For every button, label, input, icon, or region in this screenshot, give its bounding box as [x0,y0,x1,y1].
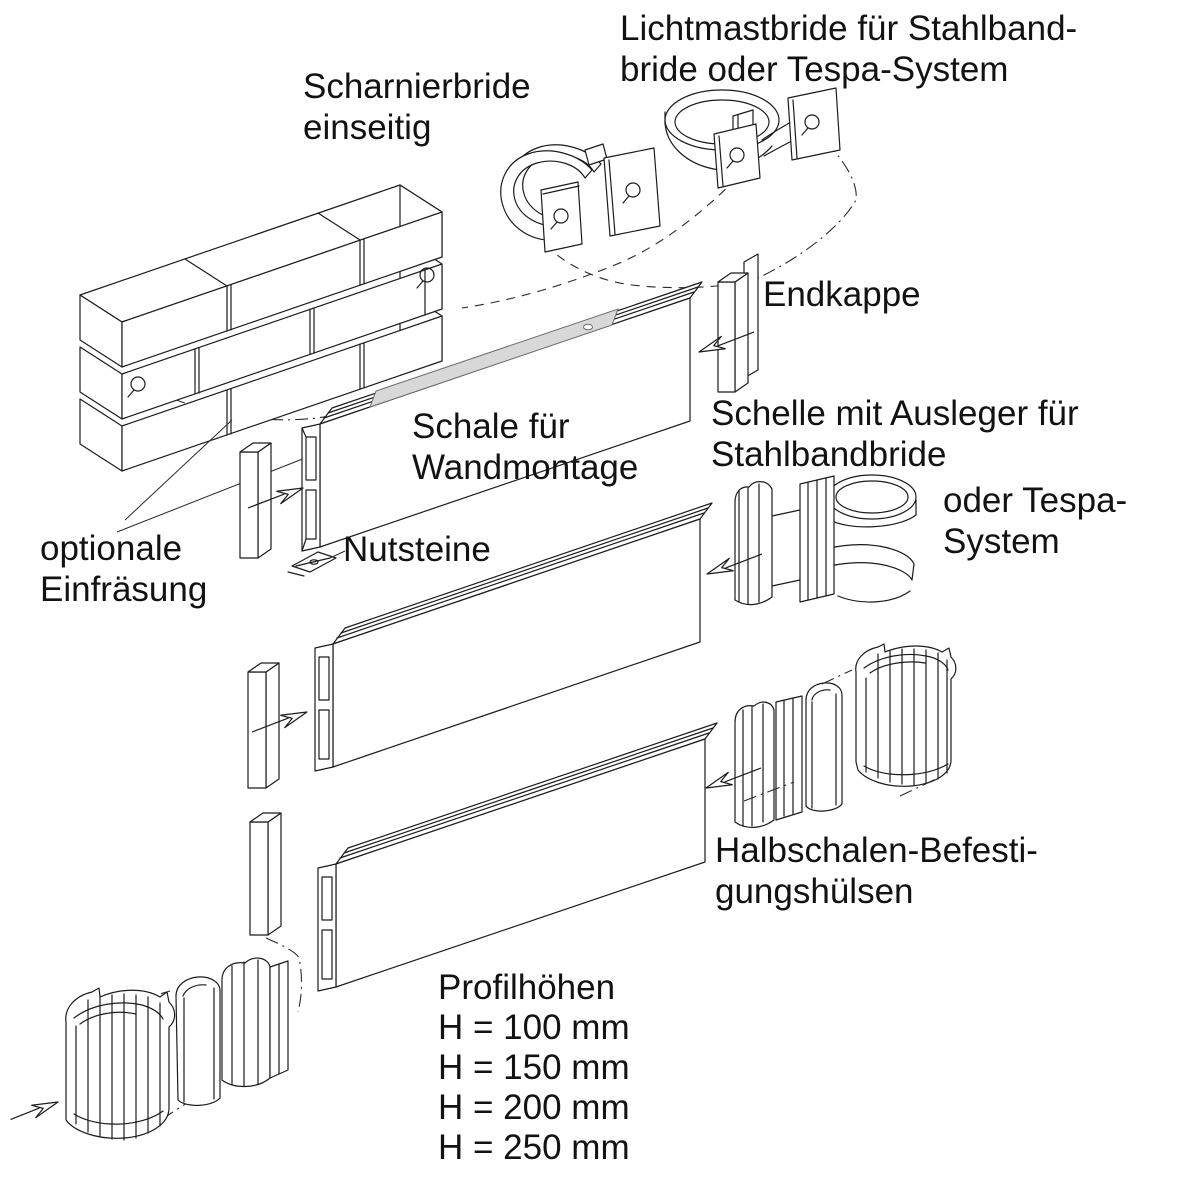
label-nutsteine: Nutsteine [343,529,491,570]
assembly-arrow [250,707,309,737]
label-line: System [943,522,1060,561]
halbschalen-sleeve-bottom-left [66,938,302,1140]
steel-band-lower [830,545,914,580]
halbschalen-slab [735,702,774,827]
wall-course-2 [122,264,442,419]
halbschalen-half-shell [806,683,842,811]
halbschalen-sleeve-right [735,644,956,827]
nutstein [288,551,345,576]
profile-3-cross-section [318,864,336,991]
end-cap-left-1 [240,443,271,558]
profile-2-cross-section [315,644,333,771]
label-scharnierbride: Scharnierbride einseitig [303,66,531,148]
assembly-arrow [705,548,764,578]
halbschalen-column [776,696,802,820]
wall-mount-shale-strip [370,309,618,407]
wall-course-3 [122,316,442,471]
label-einfraesung: optionale Einfräsung [40,528,207,610]
profile-1-cross-section [302,424,320,551]
brick-wall [80,185,442,471]
label-line: Einfräsung [40,570,208,609]
label-line: einseitig [303,108,432,147]
label-line: Endkappe [763,275,921,314]
lichtmast-plate-right [788,88,840,160]
screw-hole-mark [417,268,434,288]
wall-profile-rail-3 [318,723,717,991]
halbschalen-cylinder [856,644,956,786]
schelle-mit-ausleger [735,475,916,605]
scharnierbride-clamp [501,144,660,252]
label-line: Nutsteine [343,530,491,569]
label-line: Halbschalen-Befesti- [715,831,1038,870]
assembly-arrows [9,326,764,1125]
label-halbschalen: Halbschalen-Befesti- gungshülsen [715,830,1038,912]
scharnier-dash [545,245,727,288]
einfraesung-leader-lines [117,420,305,532]
halbschalen-cylinder [66,988,175,1138]
wall-course-1 [122,212,442,367]
label-line: bride oder Tespa-System [620,50,1009,89]
label-line: H = 250 mm [438,1128,630,1167]
label-line: Stahlbandbride [711,435,947,474]
lichtmast-dash-left [462,178,737,308]
wall-profile-rail-1 [302,282,702,551]
end-cap-left-2 [248,663,279,788]
wall-profile-rail-2 [315,503,712,771]
screw-hole-mark [128,377,145,397]
assembly-arrow [9,1097,61,1125]
assembly-arrow [704,762,763,792]
label-line: oder Tespa- [943,481,1128,520]
lichtmast-plate-front [714,124,760,188]
end-cap-endkappe [718,254,758,392]
label-line: optionale [40,529,183,568]
scharnier-plate-right [604,148,660,236]
halbschalen-slab [222,958,270,1086]
label-line: H = 150 mm [438,1048,630,1087]
label-tespa: oder Tespa- System [943,480,1127,562]
label-line: Profilhöhen [438,968,616,1007]
label-line: H = 200 mm [438,1088,630,1127]
label-line: Scharnierbride [303,67,531,106]
assembly-arrow [697,326,756,356]
label-line: Schale für [412,407,570,446]
label-lichtmastbride: Lichtmastbride für Stahlband- bride oder… [620,8,1077,90]
lichtmastbride-clamp [665,88,840,188]
label-line: Lichtmastbride für Stahlband- [620,9,1078,48]
scharnier-plate-left [541,182,582,252]
label-line: Wandmontage [412,448,639,487]
label-line: H = 100 mm [438,1008,630,1047]
end-cap-left-3 [250,813,281,935]
assembly-arrow [246,483,305,513]
ausleger-slab [735,482,772,605]
profile-3-front [336,739,705,987]
halbschalen-half-shell [176,977,220,1106]
label-schale: Schale für Wandmontage [412,406,638,488]
label-profilhoehen: Profilhöhen H = 100 mm H = 150 mm H = 20… [438,968,630,1168]
screw-hole-mark [727,148,744,168]
screw-hole-mark [623,183,640,203]
label-line: gungshülsen [715,872,914,911]
label-schelle: Schelle mit Ausleger für Stahlbandbride [711,393,1079,475]
screw-hole-mark [551,209,568,229]
label-line: Schelle mit Ausleger für [711,394,1079,433]
label-endkappe: Endkappe [763,274,921,315]
screw-hole-mark [802,115,819,135]
lichtmast-dash-right [740,142,856,284]
